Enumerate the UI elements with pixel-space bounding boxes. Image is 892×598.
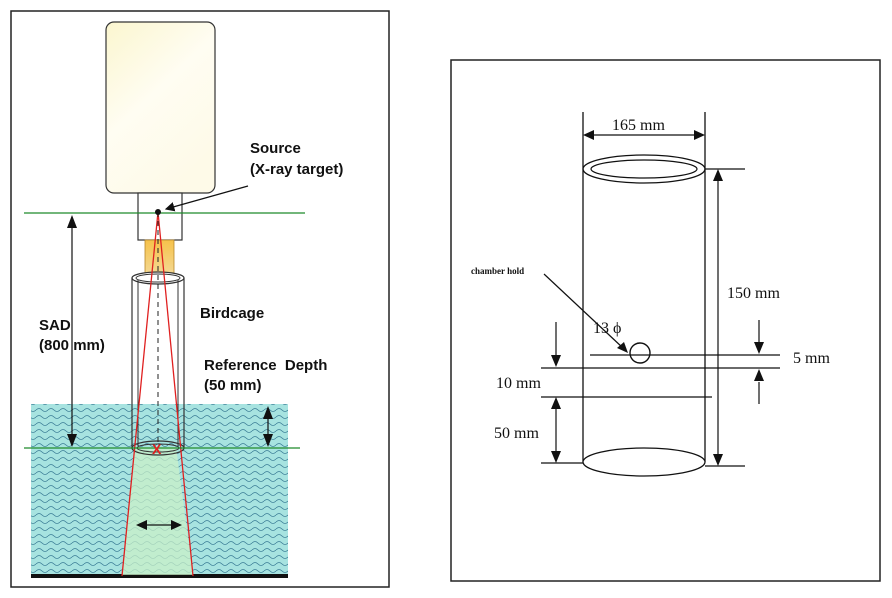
target-mark: X [152,441,162,457]
ref-depth-arrowhead-top [263,406,273,419]
chamber-hole-pointer-head [617,342,628,353]
ref-depth-value: (50 mm) [204,377,262,394]
chamber-hole [629,342,651,364]
beam-edge-left [121,211,159,577]
right-panel-frame [450,59,881,582]
offset-label: 5 mm [793,350,830,367]
beam-field [122,447,193,575]
right-panel: 165 mm 150 mm chamber hold 13 ϕ 5 mm 10 … [450,59,881,582]
cylinder-top-outer [582,154,706,184]
offset-arrowhead-bottom [754,369,764,381]
source-pointer [164,185,249,212]
source-sublabel: (X-ray target) [250,161,343,178]
source-point [155,209,161,215]
diameter-arrowhead-right [694,130,705,140]
phantom-base [31,574,288,578]
height-arrowhead-top [713,169,723,181]
ref-depth-label: Reference Depth [204,357,327,374]
chamber-hole-label: chamber hold [471,266,524,276]
field-width-arrowhead-right [171,520,182,530]
ref-depth-arrowhead-bottom [263,434,273,447]
offset-arrowhead-top [754,342,764,354]
left-panel: X Source (X-ray target) SAD (800 mm) Bir… [10,10,390,588]
diameter-arrowhead-left [583,130,594,140]
birdcage-label: Birdcage [200,305,264,322]
cylinder-top-inner [590,159,698,179]
linac-head [105,21,216,194]
hole-diameter-label: 13 ϕ [593,320,621,337]
depth50-label: 50 mm [494,425,539,442]
source-label: Source [250,140,301,157]
depth50-arrowhead-bottom [551,451,561,463]
chamber-hole-pointer [543,273,624,349]
diameter-label: 165 mm [612,117,665,134]
birdcage-top-ring-inner [135,273,181,283]
height-label: 150 mm [727,285,780,302]
cylinder-bottom [582,447,706,477]
sad-value: (800 mm) [39,337,105,354]
sad-label: SAD [39,317,71,334]
height-arrowhead-bottom [713,454,723,466]
surface-arrowhead [551,355,561,367]
depth10-label: 10 mm [496,375,541,392]
depth50-arrowhead-top [551,397,561,409]
beam-edge-right [157,211,194,577]
field-width-arrowhead-left [136,520,147,530]
sad-arrowhead-bottom [67,434,77,447]
sad-arrowhead-top [67,215,77,228]
